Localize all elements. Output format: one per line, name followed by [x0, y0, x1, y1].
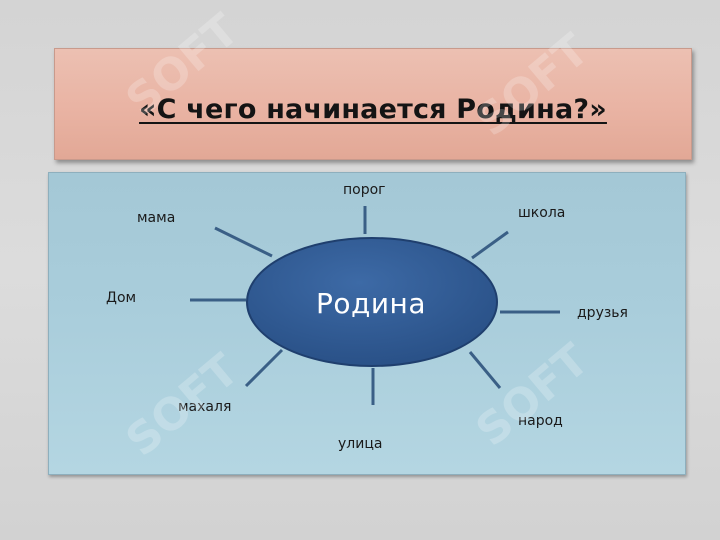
spoke-narod: [468, 351, 502, 389]
spoke-label-ulitsa: улица: [338, 436, 383, 452]
spoke-mahalya: [244, 348, 284, 388]
title-box: «С чего начинается Родина?»: [54, 48, 692, 160]
center-ellipse: [246, 237, 498, 367]
spoke-shkola: [471, 230, 509, 260]
spoke-label-dom: Дом: [106, 290, 137, 306]
spoke-label-mahalya: махаля: [178, 399, 232, 415]
spoke-label-porog: порог: [343, 182, 386, 198]
spoke-label-druzya: друзья: [577, 305, 628, 321]
spoke-mama: [214, 226, 273, 258]
spoke-label-narod: народ: [518, 413, 563, 429]
slide-title: «С чего начинается Родина?»: [139, 93, 607, 125]
center-label: Родина: [315, 286, 427, 320]
spoke-label-mama: мама: [137, 210, 176, 226]
spokes: [190, 206, 560, 405]
spoke-label-shkola: школа: [518, 205, 566, 221]
